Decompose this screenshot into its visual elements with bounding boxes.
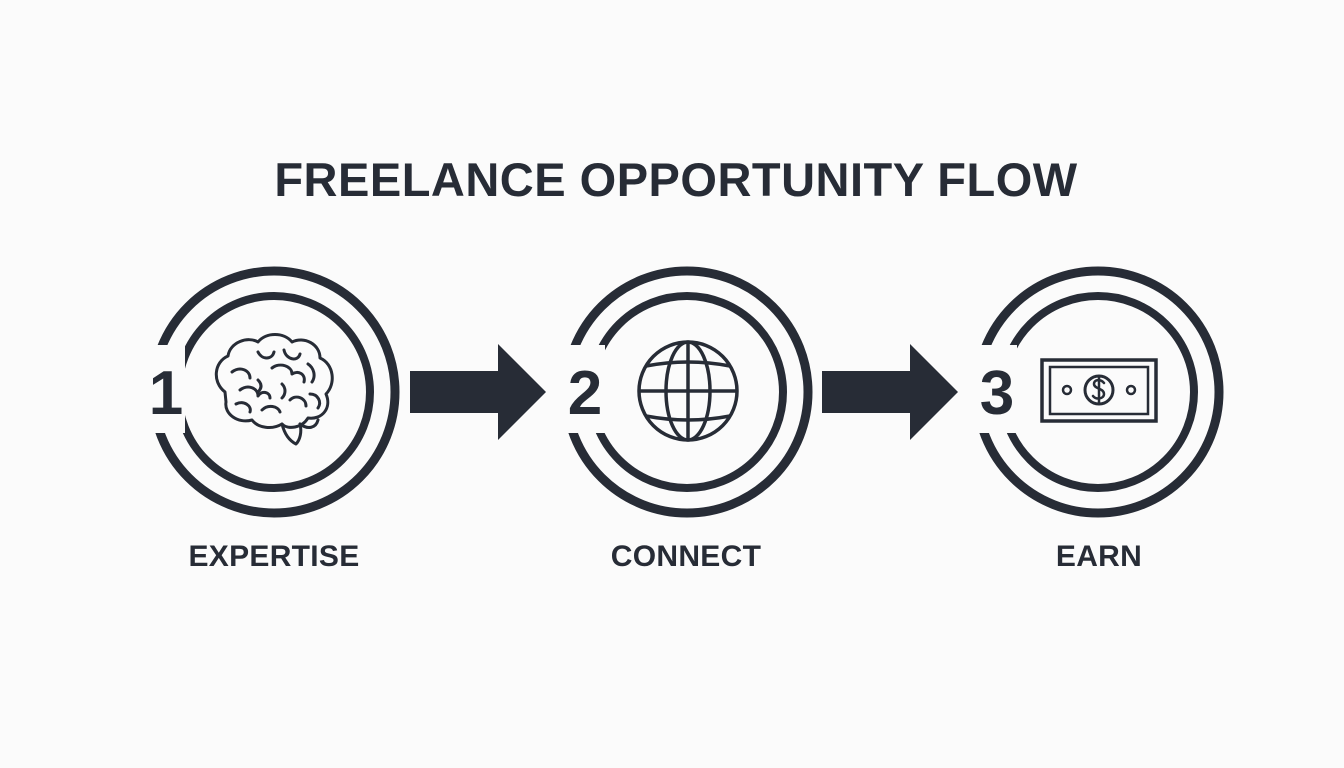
- step-2: 2: [561, 266, 813, 518]
- step-1-number: 1: [149, 359, 183, 428]
- money-bill-icon: [1040, 358, 1158, 423]
- step-1: 1: [148, 266, 400, 518]
- globe-icon: [637, 340, 739, 442]
- step-2-label: CONNECT: [610, 540, 762, 573]
- step-1-rings: [148, 266, 400, 518]
- step-3-number: 3: [980, 359, 1014, 428]
- brain-icon: [214, 333, 334, 446]
- step-2-number: 2: [568, 359, 602, 428]
- step-3: 3: [972, 266, 1224, 518]
- step-3-label: EARN: [1055, 540, 1143, 573]
- arrow-right-1: [410, 344, 546, 440]
- step-3-rings: [972, 266, 1224, 518]
- diagram-title: FREELANCE OPPORTUNITY FLOW: [274, 153, 1078, 206]
- step-2-rings: [561, 266, 813, 518]
- step-1-label: EXPERTISE: [188, 540, 360, 573]
- arrow-right-2: [822, 344, 958, 440]
